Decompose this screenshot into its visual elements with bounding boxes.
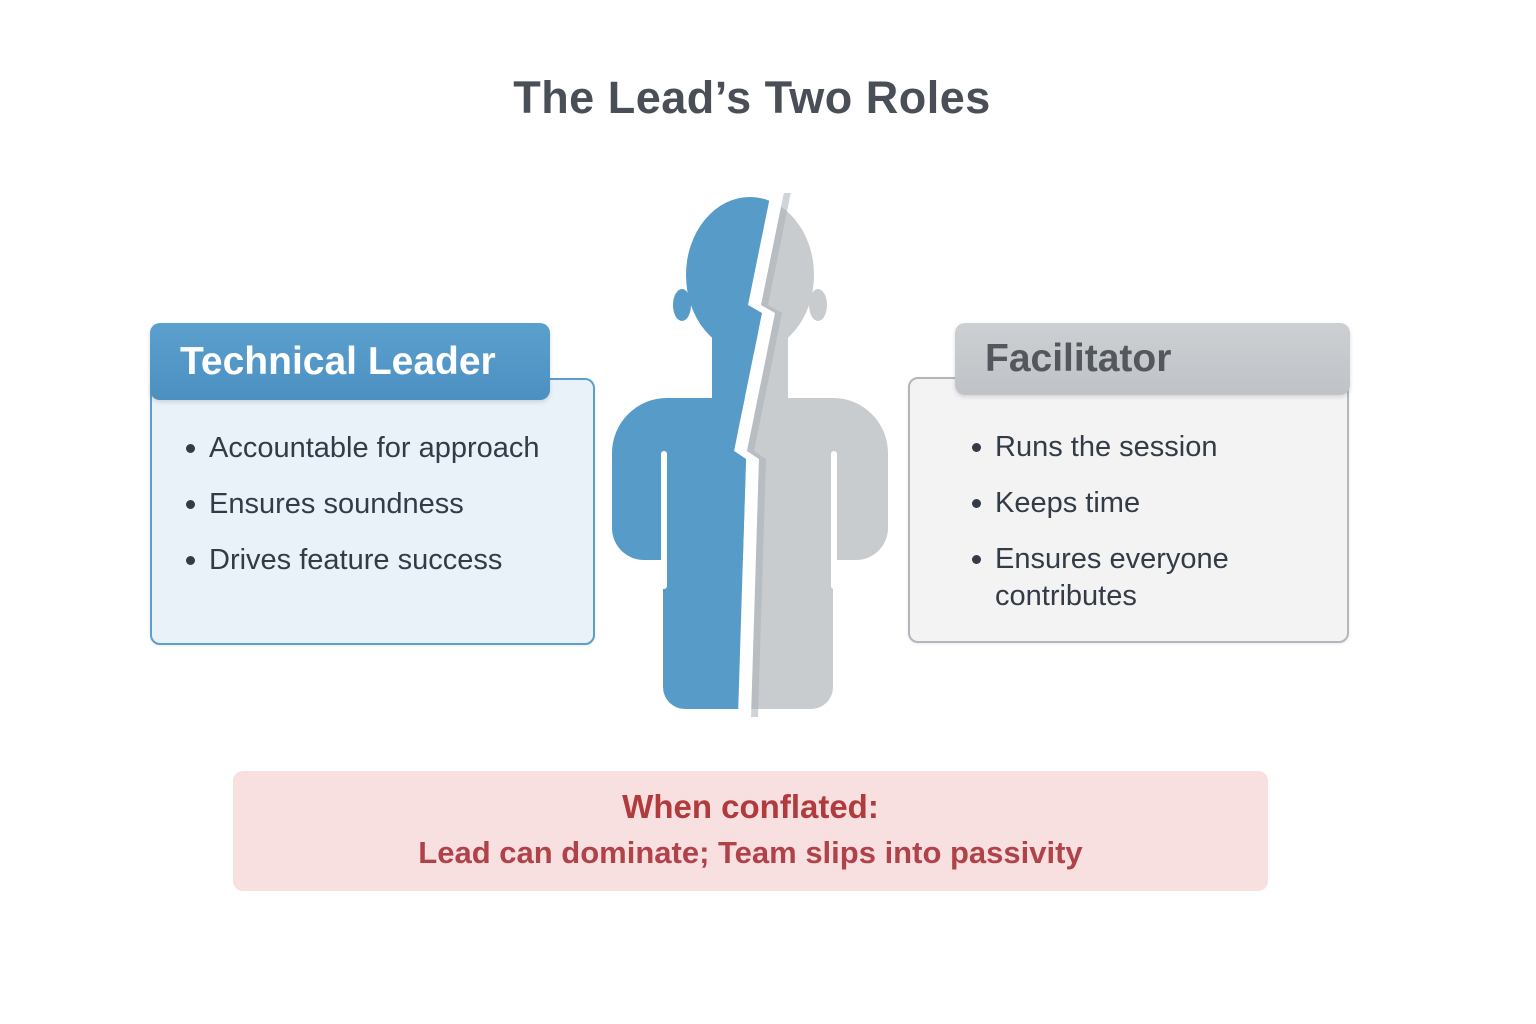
bullet-text: Keeps time <box>995 487 1141 519</box>
bullet-item: Ensures soundness <box>186 486 569 523</box>
bullet-text: Runs the session <box>995 431 1218 463</box>
bullet-item: Keeps time <box>972 485 1317 522</box>
bullet-item: Drives feature success <box>186 542 569 579</box>
lightning-crack-icon <box>661 451 837 589</box>
bullet-text: Ensures soundness <box>209 488 464 520</box>
bullet-text: Accountable for approach <box>209 432 540 464</box>
bullet-text: Ensures everyone contributes <box>995 543 1229 612</box>
technical-leader-title: Technical Leader <box>180 339 496 383</box>
technical-leader-body: Accountable for approach Ensures soundne… <box>150 378 595 645</box>
technical-leader-bullet-list: Accountable for approach Ensures soundne… <box>152 380 593 579</box>
bullet-item: Accountable for approach <box>186 430 569 467</box>
technical-leader-header: Technical Leader <box>150 323 550 400</box>
facilitator-header: Facilitator <box>955 323 1350 395</box>
bullet-text: Drives feature success <box>209 544 503 576</box>
facilitator-body: Runs the session Keeps time Ensures ever… <box>908 377 1349 643</box>
bullet-item: Ensures everyone contributes <box>972 541 1317 615</box>
person-right-half <box>747 187 888 717</box>
bullet-dot-icon <box>186 444 195 453</box>
facilitator-bullet-list: Runs the session Keeps time Ensures ever… <box>910 379 1347 615</box>
facilitator-title: Facilitator <box>985 337 1172 380</box>
bullet-dot-icon <box>186 500 195 509</box>
bullet-dot-icon <box>186 556 195 565</box>
warning-banner: When conflated: Lead can dominate; Team … <box>233 771 1268 891</box>
warning-body: Lead can dominate; Team slips into passi… <box>418 835 1083 870</box>
bullet-dot-icon <box>972 555 981 564</box>
bullet-dot-icon <box>972 443 981 452</box>
crack-shadow <box>747 187 792 717</box>
bullet-dot-icon <box>972 499 981 508</box>
split-person-figure <box>608 187 893 717</box>
warning-heading: When conflated: <box>622 788 879 825</box>
bullet-item: Runs the session <box>972 429 1317 466</box>
split-person-svg <box>612 187 888 717</box>
page-title: The Lead’s Two Roles <box>513 72 991 123</box>
